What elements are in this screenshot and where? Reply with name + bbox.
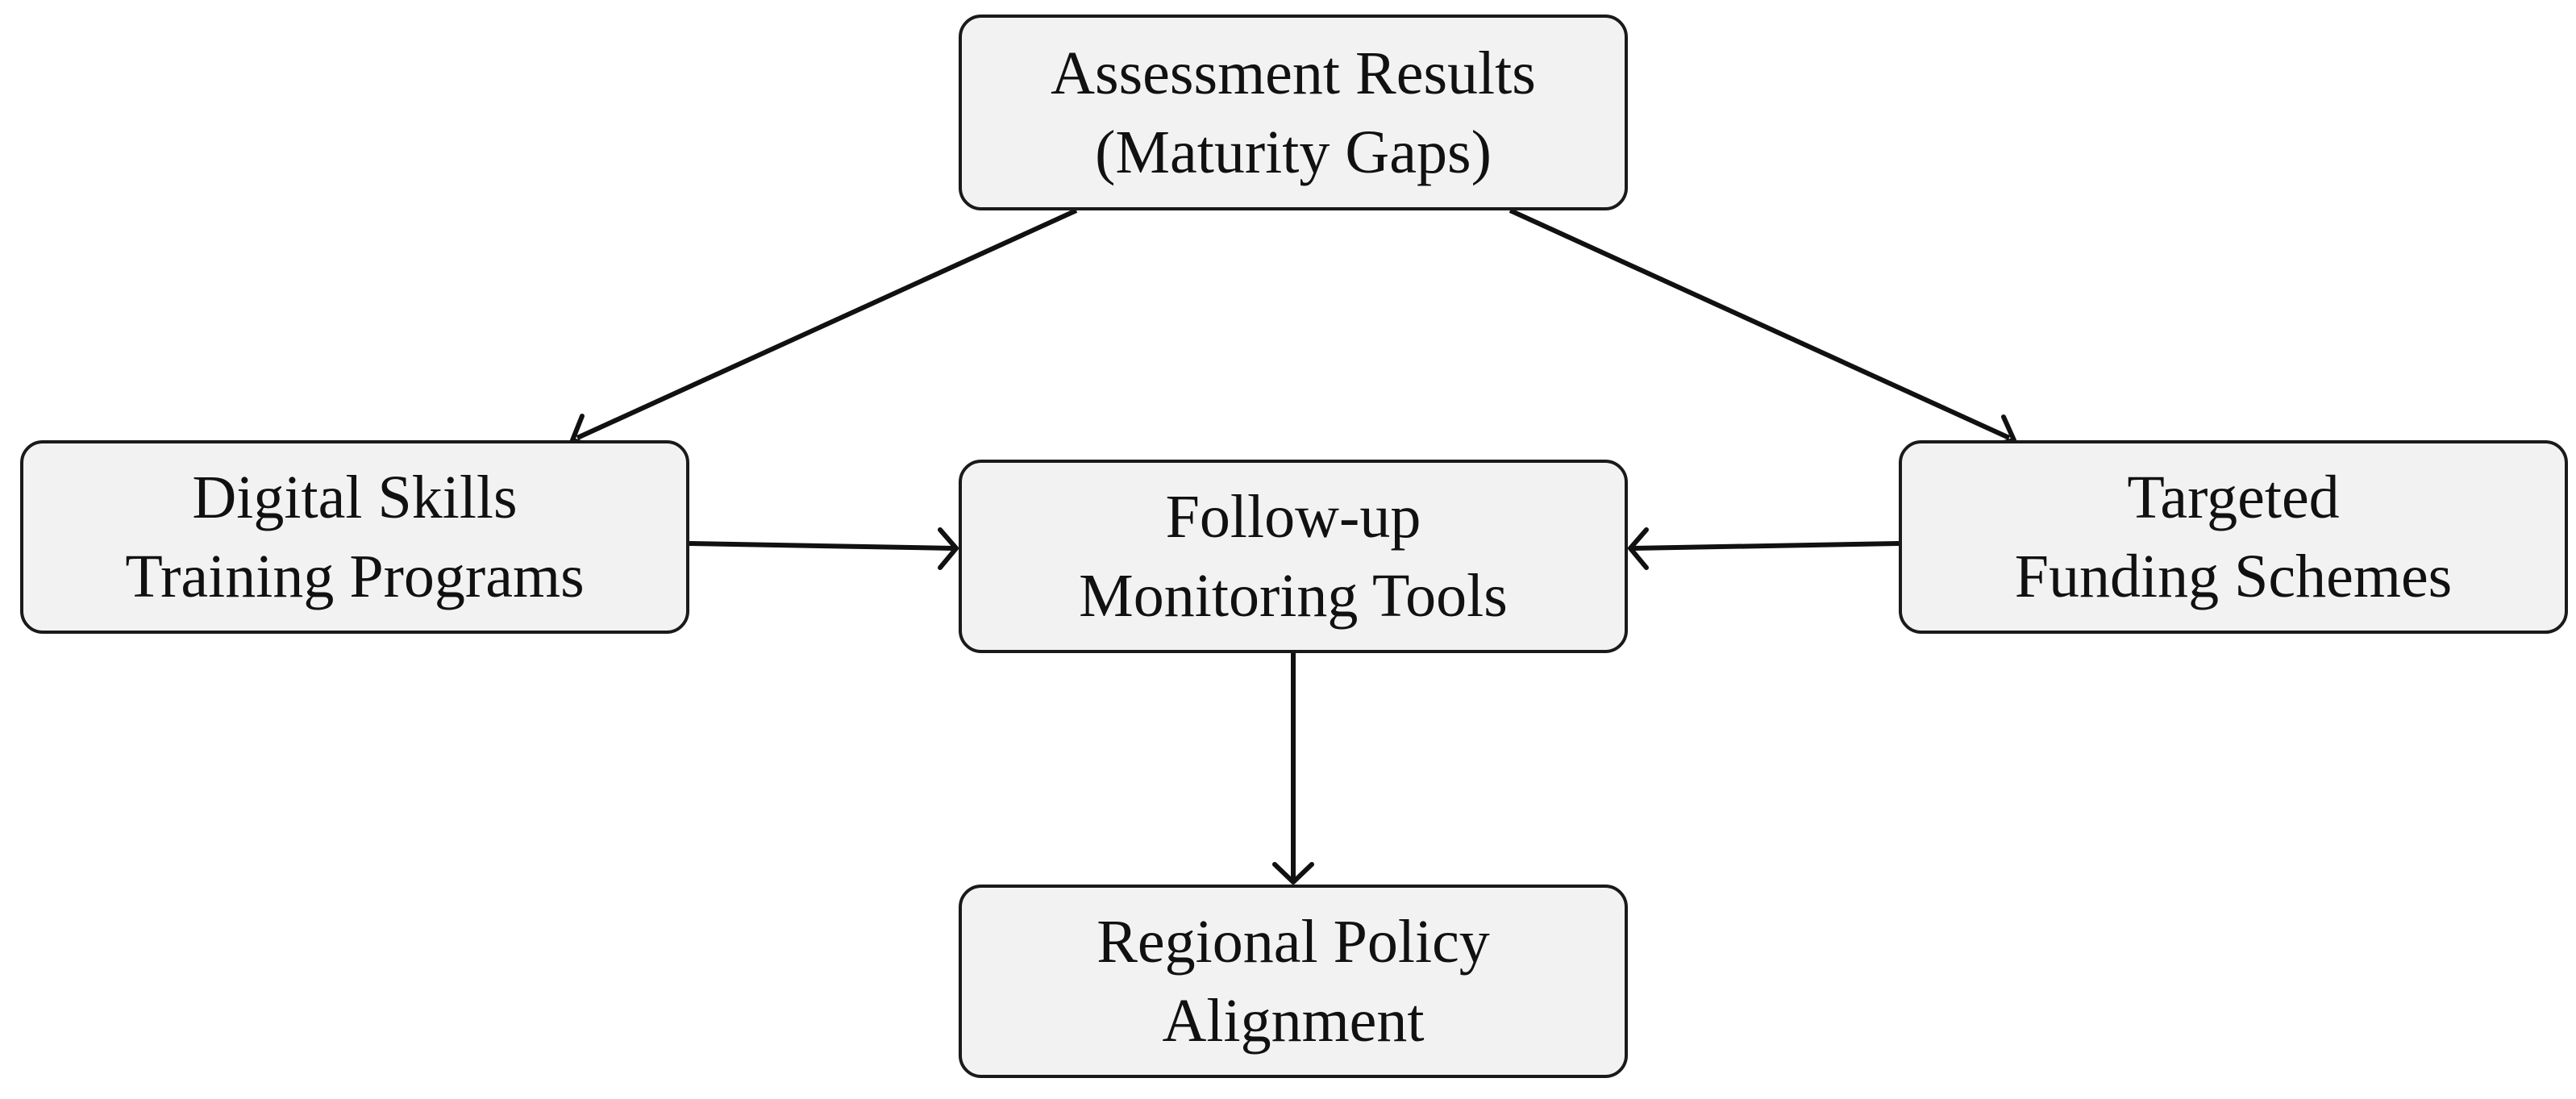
node-targeted-funding-line2: Funding Schemes (2014, 543, 2453, 610)
node-digital-skills-training-line1: Digital Skills (192, 464, 518, 531)
node-regional-policy-line1: Regional Policy (1097, 908, 1490, 976)
node-follow-up-monitoring-line1: Follow-up (1165, 483, 1421, 551)
node-digital-skills-training-line2: Training Programs (125, 543, 585, 610)
edge-monitoring-to-policy (1272, 653, 1314, 885)
edge-assessment-to-skills (570, 208, 1078, 449)
node-assessment-results-line2: (Maturity Gaps) (1095, 118, 1492, 186)
node-assessment-results: Assessment Results (Maturity Gaps) (959, 15, 1628, 210)
node-follow-up-monitoring-line2: Monitoring Tools (1079, 562, 1508, 630)
node-regional-policy: Regional Policy Alignment (959, 885, 1628, 1078)
node-regional-policy-line2: Alignment (1162, 987, 1425, 1055)
node-digital-skills-training: Digital Skills Training Programs (20, 440, 689, 634)
edge-skills-to-monitoring (689, 527, 959, 570)
edge-assessment-to-funding (1509, 208, 2016, 448)
node-targeted-funding-line1: Targeted (2127, 464, 2340, 531)
node-targeted-funding: Targeted Funding Schemes (1899, 440, 2568, 634)
node-follow-up-monitoring: Follow-up Monitoring Tools (959, 460, 1628, 653)
edge-funding-to-monitoring (1628, 527, 1900, 570)
node-assessment-results-line1: Assessment Results (1051, 39, 1536, 107)
